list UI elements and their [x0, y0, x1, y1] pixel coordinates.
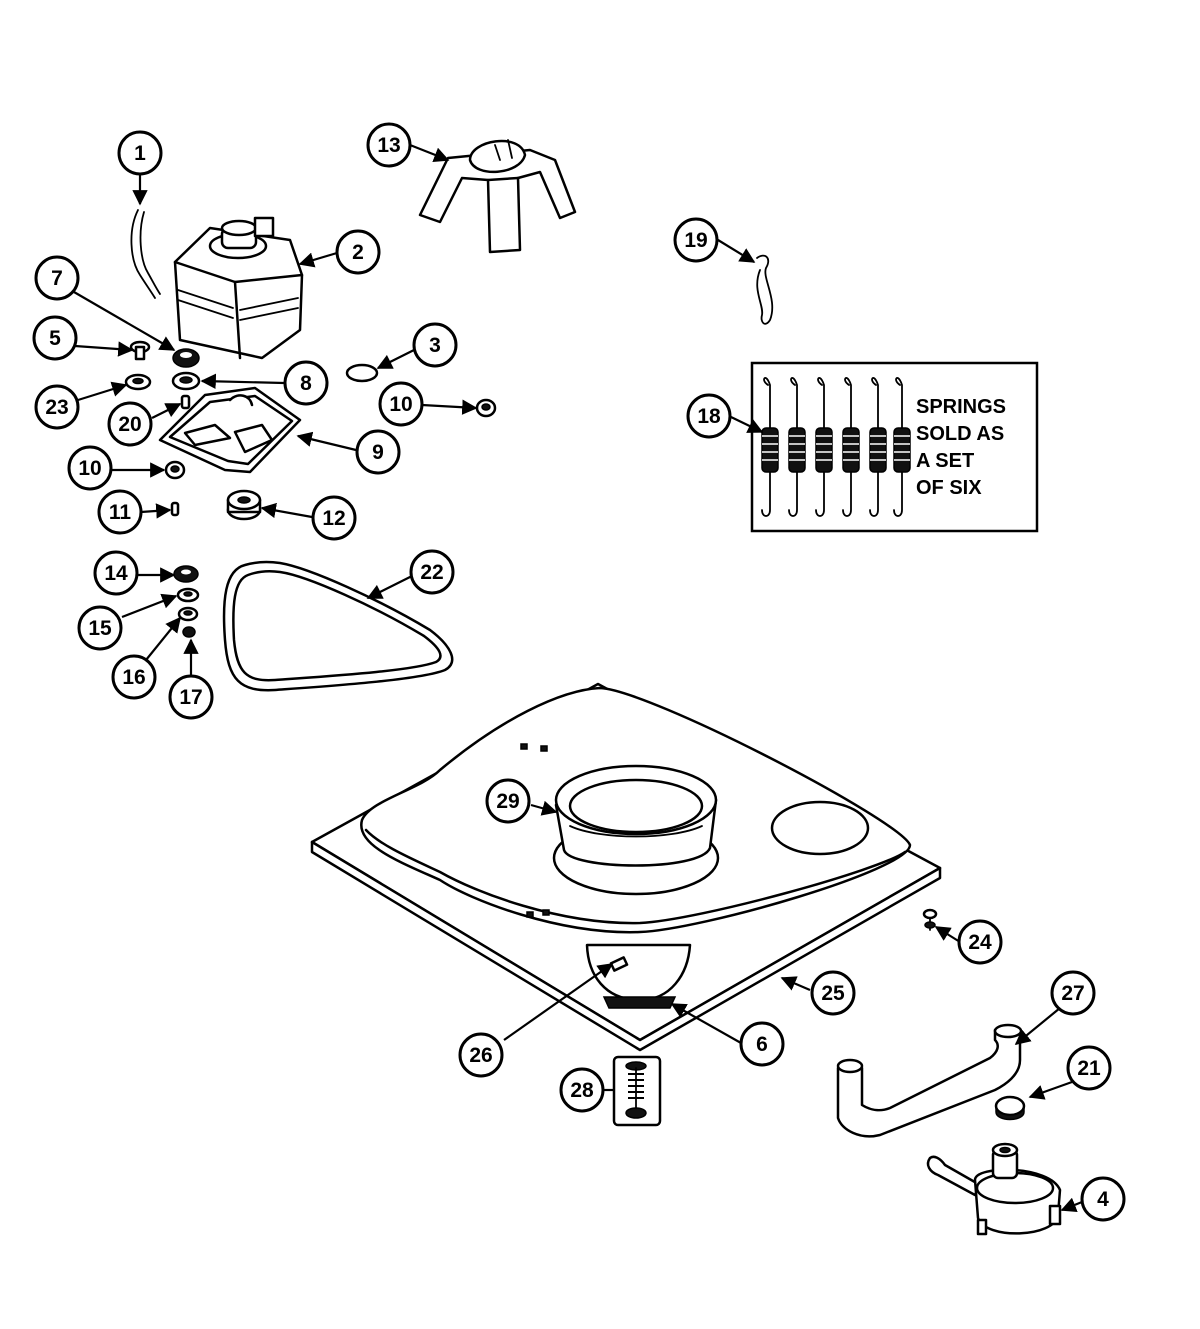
svg-text:29: 29: [496, 790, 519, 813]
callout-15: 15: [77, 605, 123, 651]
callout-21: 21: [1066, 1045, 1112, 1091]
callout-22: 22: [409, 549, 455, 595]
svg-text:19: 19: [684, 229, 707, 252]
part-15-washer: [176, 587, 200, 603]
part-28-leveling-leg: [612, 1055, 662, 1127]
part-29-seal-ring: [552, 764, 720, 896]
callout-16: 16: [111, 654, 157, 700]
callout-20: 20: [107, 401, 153, 447]
callout-28: 28: [559, 1067, 605, 1113]
svg-text:21: 21: [1077, 1057, 1101, 1080]
callout-25: 25: [810, 970, 856, 1016]
part-10-nut-left: [164, 460, 186, 480]
part-22-drive-belt: [222, 560, 454, 692]
part-10-nut-right: [475, 398, 497, 418]
part-27-hose: [836, 1023, 1023, 1138]
springs-note-line3: A SET: [916, 450, 974, 472]
part-24-screw: [922, 908, 938, 931]
svg-text:6: 6: [756, 1033, 768, 1056]
svg-text:28: 28: [570, 1079, 594, 1102]
part-16-washer: [177, 606, 199, 622]
svg-text:13: 13: [377, 134, 400, 157]
part-2-motor: [173, 216, 304, 360]
springs-note-line1: SPRINGS: [916, 396, 1006, 418]
callout-29: 29: [485, 778, 531, 824]
part-3-plug: [345, 363, 379, 383]
part-8-washer: [171, 371, 201, 391]
callout-5: 5: [32, 315, 78, 361]
svg-text:1: 1: [134, 142, 146, 165]
callout-27: 27: [1050, 970, 1096, 1016]
callout-10-left: 10: [67, 445, 113, 491]
svg-text:27: 27: [1061, 982, 1084, 1005]
callout-18: 18: [686, 393, 732, 439]
svg-text:18: 18: [697, 405, 721, 428]
part-18-springs-set: SPRINGS SOLD AS A SET OF SIX: [750, 361, 1039, 533]
callout-19: 19: [673, 217, 719, 263]
springs-group: [761, 377, 911, 517]
svg-text:25: 25: [821, 982, 845, 1005]
callout-9: 9: [355, 429, 401, 475]
svg-text:20: 20: [118, 413, 141, 436]
part-12-pulley: [226, 489, 262, 521]
svg-text:22: 22: [420, 561, 443, 584]
part-1-wire-clip: [130, 209, 161, 299]
part-23-washer: [124, 373, 152, 391]
springs-note-line2: SOLD AS: [916, 423, 1004, 445]
part-5-screw: [129, 340, 151, 361]
part-7-grommet: [172, 348, 200, 368]
callout-10-right: 10: [378, 381, 424, 427]
svg-text:7: 7: [51, 267, 63, 290]
svg-text:23: 23: [45, 396, 68, 419]
callout-1: 1: [117, 130, 163, 176]
svg-text:14: 14: [104, 562, 128, 585]
svg-text:8: 8: [300, 372, 312, 395]
callout-14: 14: [93, 550, 139, 596]
svg-text:3: 3: [429, 334, 441, 357]
callout-12: 12: [311, 495, 357, 541]
part-20-pin: [180, 394, 191, 410]
svg-text:10: 10: [389, 393, 412, 416]
svg-text:16: 16: [122, 666, 145, 689]
callout-6: 6: [739, 1021, 785, 1067]
callout-8: 8: [283, 360, 329, 406]
part-4-pump: [926, 1142, 1062, 1236]
svg-text:11: 11: [109, 501, 132, 524]
callout-13: 13: [366, 122, 412, 168]
svg-text:15: 15: [88, 617, 112, 640]
svg-text:4: 4: [1097, 1188, 1109, 1211]
callout-3: 3: [412, 322, 458, 368]
callout-23: 23: [34, 384, 80, 430]
part-14-grommet: [173, 565, 199, 583]
part-21-clamp: [994, 1095, 1026, 1121]
svg-text:17: 17: [179, 686, 202, 709]
svg-text:10: 10: [78, 457, 101, 480]
part-9-mounting-plate: [158, 386, 302, 474]
callout-7: 7: [34, 255, 80, 301]
part-17-nut: [182, 626, 196, 638]
callout-11: 11: [97, 489, 143, 535]
leader-lines: [73, 143, 1083, 1213]
springs-note-line4: OF SIX: [916, 477, 982, 499]
callout-24: 24: [957, 919, 1003, 965]
part-13-tub-support: [418, 139, 577, 254]
svg-text:12: 12: [322, 507, 345, 530]
svg-text:5: 5: [49, 327, 61, 350]
part-19-hook: [756, 254, 774, 325]
callout-4: 4: [1080, 1176, 1126, 1222]
svg-text:9: 9: [372, 441, 384, 464]
callout-2: 2: [335, 229, 381, 275]
callout-26: 26: [458, 1032, 504, 1078]
part-11-pin: [170, 501, 180, 517]
callout-17: 17: [168, 674, 214, 720]
svg-text:24: 24: [968, 931, 992, 954]
svg-text:2: 2: [352, 241, 364, 264]
svg-text:26: 26: [469, 1044, 492, 1067]
